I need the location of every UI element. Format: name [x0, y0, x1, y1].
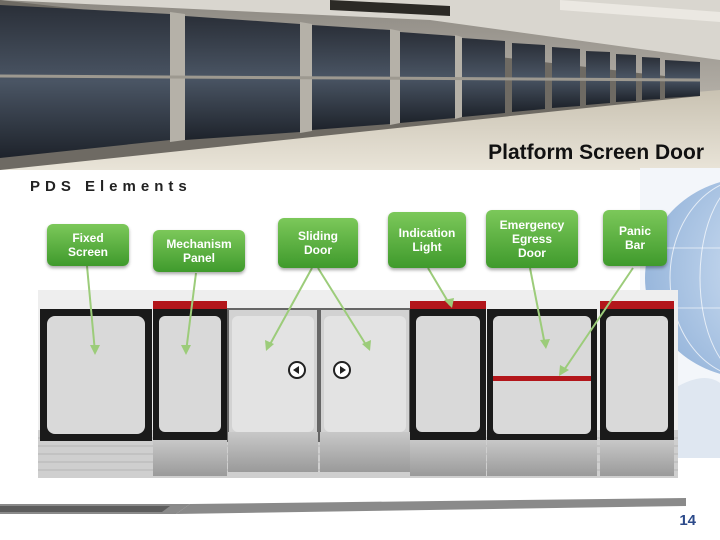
label-emergency-egress-door: Emergency Egress Door — [486, 210, 578, 268]
footer-bar — [0, 498, 686, 514]
label-indication-light: Indication Light — [388, 212, 466, 268]
label-fixed-screen-text: Fixed Screen — [67, 231, 109, 259]
callout-lines — [86, 265, 634, 374]
page-number: 14 — [679, 512, 696, 529]
sliding-door-right — [319, 308, 411, 472]
label-panic-bar-text: Panic Bar — [618, 224, 651, 252]
arrow-left-icon — [288, 361, 306, 379]
label-fixed-screen: Fixed Screen — [47, 224, 129, 266]
label-panic-bar: Panic Bar — [603, 210, 667, 266]
label-sliding-door: Sliding Door — [278, 218, 358, 268]
label-emergency-egress-door-text: Emergency Egress Door — [499, 218, 565, 260]
label-mechanism-panel: Mechanism Panel — [153, 230, 245, 272]
indication-light-panel — [410, 301, 486, 476]
section-title: PDS Elements — [30, 178, 192, 195]
fixed-screen-panel — [40, 309, 152, 441]
panic-bar-stripe — [493, 376, 591, 381]
arrow-right-icon — [333, 361, 351, 379]
mechanism-panel — [153, 301, 227, 476]
label-sliding-door-text: Sliding Door — [298, 229, 338, 257]
label-indication-light-text: Indication Light — [398, 226, 456, 254]
sliding-door-left — [227, 308, 319, 472]
callout-arrowheads — [90, 298, 569, 376]
indicator-light-left — [153, 301, 227, 309]
label-mechanism-panel-text: Mechanism Panel — [166, 237, 232, 265]
indicator-light-center — [410, 301, 486, 309]
photo-title: Platform Screen Door — [488, 141, 704, 164]
emergency-egress-door-panel — [487, 309, 597, 476]
platform-photo — [0, 0, 720, 170]
